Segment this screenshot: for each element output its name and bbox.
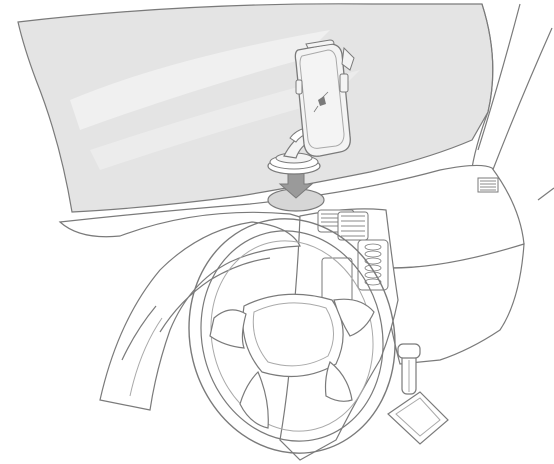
phone-cradle [295, 40, 354, 156]
mirror-line [538, 188, 554, 200]
right-air-vent [478, 178, 498, 192]
steering-hub [243, 294, 343, 376]
door-frame-outer [492, 28, 552, 172]
